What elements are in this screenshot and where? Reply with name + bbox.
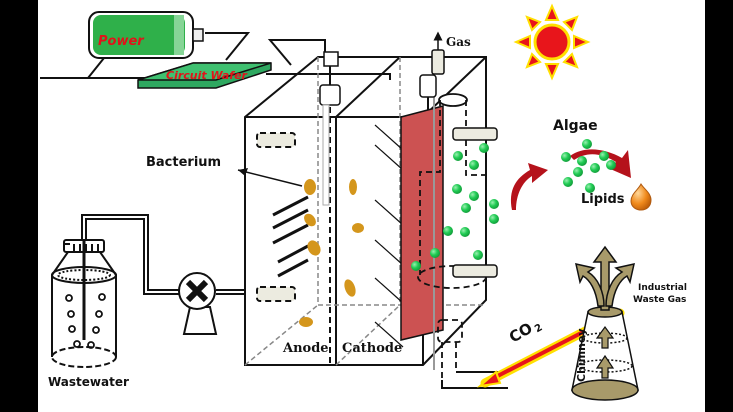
- waste-gas-arrows: [575, 245, 635, 311]
- cathode-electrode: [400, 74, 444, 370]
- peristaltic-pump-icon: [178, 272, 218, 335]
- lipids-label: Lipids: [581, 192, 625, 207]
- power-battery: Power: [88, 11, 204, 59]
- wastewater-label: Wastewater: [48, 375, 129, 389]
- cathode-label: Cathode: [342, 341, 402, 356]
- co2-subscript: 2: [533, 322, 545, 335]
- anode-dashed: [256, 107, 331, 365]
- membrane-hatching: [374, 124, 404, 348]
- bacteria: [299, 179, 364, 327]
- algae-label: Algae: [553, 118, 598, 134]
- anode-brushes: [272, 195, 309, 278]
- algae-cells-reactor: [411, 143, 499, 271]
- circuit-wafer-label: Circuit Wafer: [166, 69, 248, 82]
- power-label: Power: [98, 34, 145, 49]
- wastewater-bottle: [51, 239, 117, 368]
- co2-label: CO: [506, 319, 536, 346]
- reference-electrode: [319, 51, 341, 206]
- gas-port: Gas: [431, 31, 471, 75]
- chimney: [571, 245, 639, 401]
- mfc-diagram: Power Circuit Wafer: [40, 3, 687, 401]
- sun-icon: [513, 3, 591, 81]
- bacterium-pointer-arrowhead: [238, 168, 248, 176]
- industrial-waste-gas-label-2: Waste Gas: [633, 295, 686, 305]
- chimney-label: Chimney: [575, 328, 588, 382]
- feed-tubing: [81, 214, 245, 295]
- flow-arrows: [510, 149, 631, 210]
- bacterium-pointer: [237, 169, 303, 187]
- bacterium-label: Bacterium: [146, 155, 221, 170]
- gas-label: Gas: [446, 35, 471, 49]
- co2-label-group: CO 2: [506, 319, 545, 346]
- lipid-droplet-icon: [630, 182, 652, 211]
- algae-cells-harvested: [561, 139, 616, 193]
- side-ports: [452, 127, 498, 278]
- circuit-wafer: Circuit Wafer: [137, 62, 272, 89]
- industrial-waste-gas-label-1: Industrial: [638, 283, 687, 293]
- diagram-canvas: Power Circuit Wafer: [38, 0, 705, 412]
- anode-label: Anode: [282, 341, 329, 356]
- cathode-dashed: [417, 93, 487, 380]
